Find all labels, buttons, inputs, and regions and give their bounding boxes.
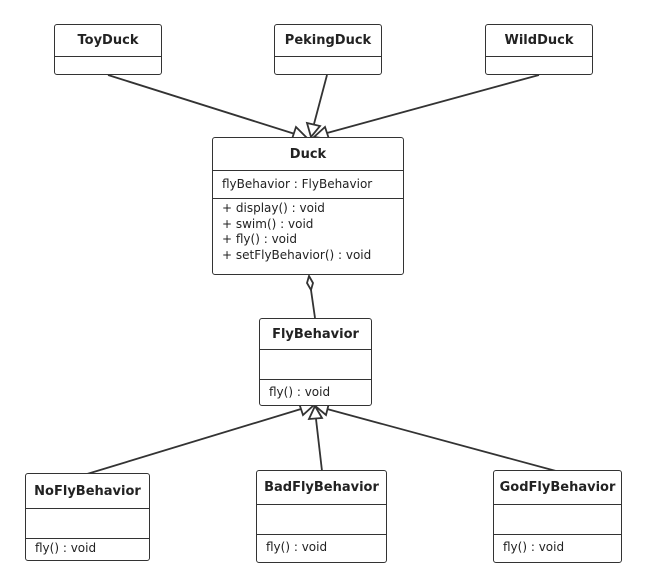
class-name: WildDuck xyxy=(486,25,592,57)
godflybehavior-to-flybehavior-line xyxy=(326,408,557,472)
class-operations: fly() : void xyxy=(260,380,371,404)
class-name: FlyBehavior xyxy=(260,319,371,350)
operation-set-fly-behavior: + setFlyBehavior() : void xyxy=(222,247,372,262)
operation-fly: + fly() : void xyxy=(222,232,297,246)
aggregation-diamond xyxy=(306,273,314,293)
class-name: PekingDuck xyxy=(275,25,381,57)
class-flybehavior[interactable]: FlyBehavior fly() : void xyxy=(259,318,372,406)
class-operations: + display() : void + swim() : void + fly… xyxy=(213,199,403,263)
pekingduck-to-duck-line xyxy=(313,74,328,125)
operation-swim: + swim() : void xyxy=(222,216,314,231)
class-noflybehavior[interactable]: NoFlyBehavior fly() : void xyxy=(25,473,150,561)
attribute-fly-behavior: flyBehavior : FlyBehavior xyxy=(222,177,373,191)
class-name: NoFlyBehavior xyxy=(26,474,149,509)
class-attributes xyxy=(260,350,371,380)
class-badflybehavior[interactable]: BadFlyBehavior fly() : void xyxy=(256,470,387,563)
class-duck[interactable]: Duck flyBehavior : FlyBehavior + display… xyxy=(212,137,404,275)
class-operations: fly() : void xyxy=(494,535,621,559)
class-attributes xyxy=(494,505,621,535)
class-toyduck[interactable]: ToyDuck xyxy=(54,24,162,75)
class-attributes: flyBehavior : FlyBehavior xyxy=(213,171,403,199)
operation-fly: fly() : void xyxy=(266,540,328,554)
class-godflybehavior[interactable]: GodFlyBehavior fly() : void xyxy=(493,470,622,563)
noflybehavior-to-flybehavior-line xyxy=(86,408,302,475)
class-attributes xyxy=(26,509,149,539)
class-pekingduck[interactable]: PekingDuck xyxy=(274,24,382,75)
operation-fly: fly() : void xyxy=(503,540,565,554)
class-name: ToyDuck xyxy=(55,25,161,57)
toyduck-to-duck-line xyxy=(107,74,296,135)
badflybehavior-generalization-arrowhead xyxy=(307,404,324,421)
operation-fly: fly() : void xyxy=(35,541,97,555)
flybehavior-to-duck-line xyxy=(310,289,316,319)
wildduck-to-duck-line xyxy=(326,74,540,134)
operation-fly: fly() : void xyxy=(269,385,331,399)
class-name: GodFlyBehavior xyxy=(494,471,621,505)
class-attributes xyxy=(257,505,386,535)
class-operations: fly() : void xyxy=(257,535,386,559)
operation-display: + display() : void xyxy=(222,201,325,215)
class-wildduck[interactable]: WildDuck xyxy=(485,24,593,75)
class-attributes xyxy=(275,57,381,74)
class-attributes xyxy=(486,57,592,74)
class-name: BadFlyBehavior xyxy=(257,471,386,505)
class-name: Duck xyxy=(213,138,403,171)
pekingduck-generalization-arrowhead xyxy=(305,121,322,139)
class-operations: fly() : void xyxy=(26,539,149,558)
class-attributes xyxy=(55,57,161,74)
badflybehavior-to-flybehavior-line xyxy=(315,418,323,472)
